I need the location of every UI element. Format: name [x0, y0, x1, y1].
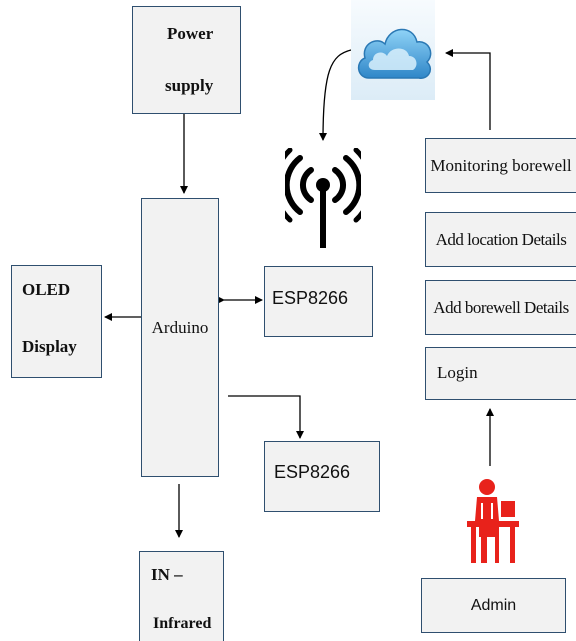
infrared-line2: Infrared — [153, 615, 212, 632]
infrared-line1: IN – — [151, 565, 183, 584]
esp8266-label-1: ESP8266 — [272, 288, 349, 308]
arrow-cloud-wifi — [319, 44, 359, 141]
arrow-arduino-to-esp2 — [228, 395, 304, 439]
power-supply-line1: Power — [167, 24, 214, 43]
oled-line2: Display — [22, 337, 77, 356]
add-location-details-box: Add location Details — [425, 212, 576, 267]
add-borewell-details-box: Add borewell Details — [425, 280, 576, 335]
login-box: Login — [425, 347, 576, 400]
oled-line1: OLED — [22, 280, 71, 299]
arduino-label: Arduino — [151, 317, 209, 337]
oled-display-box: OLED Display — [11, 265, 102, 378]
admin-person-icon — [467, 479, 519, 563]
arduino-box: Arduino — [141, 198, 219, 477]
admin-box: Admin — [421, 578, 566, 633]
login-label: Login — [437, 363, 478, 382]
admin-label: Admin — [470, 596, 517, 614]
cloud-icon — [351, 0, 435, 100]
esp8266-box-1: ESP8266 — [264, 266, 373, 337]
arrow-monitoring-to-cloud — [445, 49, 491, 130]
monitoring-borewell-box: Monitoring borewell — [425, 138, 576, 193]
esp8266-box-2: ESP8266 — [264, 441, 380, 512]
add-location-details-label: Add location Details — [435, 229, 567, 249]
add-borewell-details-label: Add borewell Details — [433, 297, 569, 317]
esp8266-label-2: ESP8266 — [274, 462, 351, 482]
monitoring-borewell-label: Monitoring borewell — [430, 155, 572, 175]
power-supply-line2: supply — [165, 76, 214, 95]
power-supply-box: Power supply — [132, 6, 241, 114]
infrared-box: IN – Infrared — [139, 551, 224, 641]
wifi-antenna-icon — [285, 148, 361, 248]
